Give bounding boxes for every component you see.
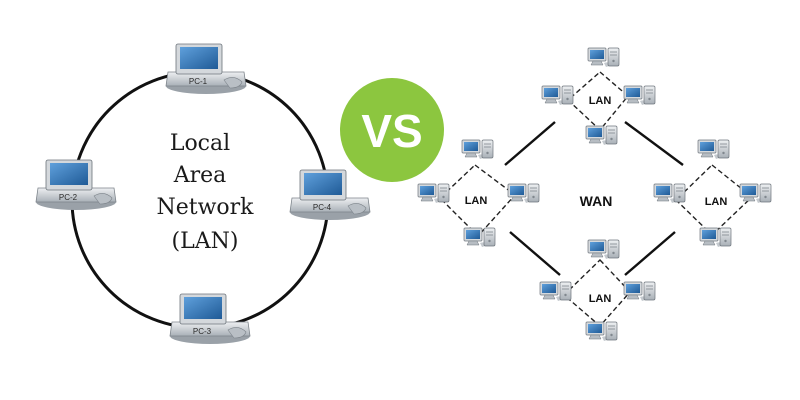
- laptop-icon: [165, 43, 247, 95]
- pc-4-label: PC-4: [313, 203, 332, 212]
- server-tower-icon: [759, 183, 772, 203]
- lan-title-line-4: (LAN): [172, 229, 239, 254]
- laptop-icon: [35, 159, 117, 211]
- server-tower-icon: [607, 239, 620, 259]
- wan-center-label: WAN: [580, 193, 613, 209]
- server-tower-icon: [437, 183, 450, 203]
- laptop-icon: [289, 169, 371, 221]
- laptop-icon: [169, 293, 251, 345]
- pc-3-node: PC-3: [169, 293, 251, 345]
- lan-title-line-3: Network: [156, 195, 254, 220]
- lan-diagram: Local Area Network (LAN) PC-1 PC-2 PC-3 …: [35, 43, 371, 345]
- lan-cluster-top-label: LAN: [589, 95, 612, 107]
- pc-1-node: PC-1: [165, 43, 247, 95]
- pc-4-node: PC-4: [289, 169, 371, 221]
- server-tower-icon: [561, 85, 574, 105]
- server-tower-icon: [605, 321, 618, 341]
- pc-1-label: PC-1: [189, 77, 208, 86]
- server-tower-icon: [719, 227, 732, 247]
- server-tower-icon: [527, 183, 540, 203]
- server-tower-icon: [605, 125, 618, 145]
- lan-title-line-2: Area: [173, 163, 227, 188]
- vs-badge-text: VS: [361, 105, 422, 157]
- wan-diagram: WAN LAN LAN LAN: [417, 47, 772, 342]
- vs-badge-circle: [340, 78, 444, 182]
- server-tower-icon: [673, 183, 686, 203]
- wan-backbone-links: [504, 121, 684, 276]
- lan-cluster-bottom-label: LAN: [589, 293, 612, 305]
- server-tower-icon: [643, 281, 656, 301]
- server-tower-icon: [607, 47, 620, 67]
- pc-3-label: PC-3: [193, 327, 212, 336]
- vs-badge: VS: [340, 78, 444, 182]
- server-tower-icon: [643, 85, 656, 105]
- lan-cluster-left-label: LAN: [465, 195, 488, 207]
- server-tower-icon: [483, 227, 496, 247]
- pc-2-node: PC-2: [35, 159, 117, 211]
- pc-2-label: PC-2: [59, 193, 78, 202]
- lan-title-line-1: Local: [170, 131, 230, 156]
- lan-cluster-top: LAN: [541, 47, 656, 146]
- server-tower-icon: [717, 139, 730, 159]
- lan-cluster-bottom: LAN: [539, 239, 656, 342]
- server-tower-icon: [481, 139, 494, 159]
- server-tower-icon: [559, 281, 572, 301]
- lan-cluster-right-label: LAN: [705, 196, 728, 208]
- lan-cluster-left: LAN: [417, 139, 540, 248]
- lan-cluster-right: LAN: [653, 139, 772, 248]
